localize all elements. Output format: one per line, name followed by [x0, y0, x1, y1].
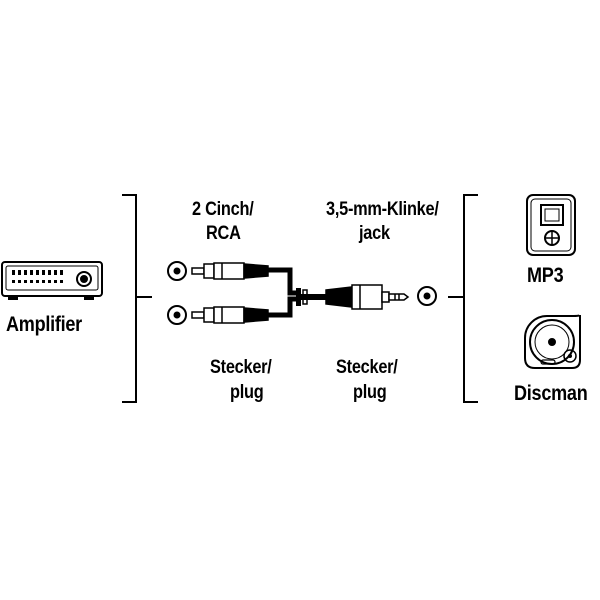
- left-plug-title: Stecker/: [210, 357, 272, 378]
- discman-icon: [524, 314, 581, 369]
- cable-splitter: [296, 288, 330, 306]
- amplifier-icon: [1, 261, 103, 300]
- rca-plug-top: [191, 262, 300, 296]
- left-plug-subtitle: plug: [230, 382, 264, 403]
- jack-connector-subtitle: jack: [359, 223, 390, 244]
- rca-connector-title: 2 Cinch/: [192, 199, 254, 220]
- mp3-label: MP3: [527, 264, 564, 287]
- jack-connector-title: 3,5-mm-Klinke/: [326, 199, 439, 220]
- right-plug-subtitle: plug: [353, 382, 387, 403]
- rca-connector-subtitle: RCA: [206, 223, 241, 244]
- rca-socket-bottom: [167, 305, 187, 325]
- right-plug-title: Stecker/: [336, 357, 398, 378]
- right-bracket: [448, 194, 478, 403]
- jack-plug: [325, 284, 410, 310]
- rca-plug-bottom: [191, 296, 300, 324]
- amplifier-label: Amplifier: [6, 313, 82, 336]
- jack-socket: [417, 286, 437, 306]
- discman-label: Discman: [514, 382, 588, 405]
- mp3-player-icon: [526, 194, 576, 256]
- rca-socket-top: [167, 261, 187, 281]
- left-bracket: [122, 194, 152, 403]
